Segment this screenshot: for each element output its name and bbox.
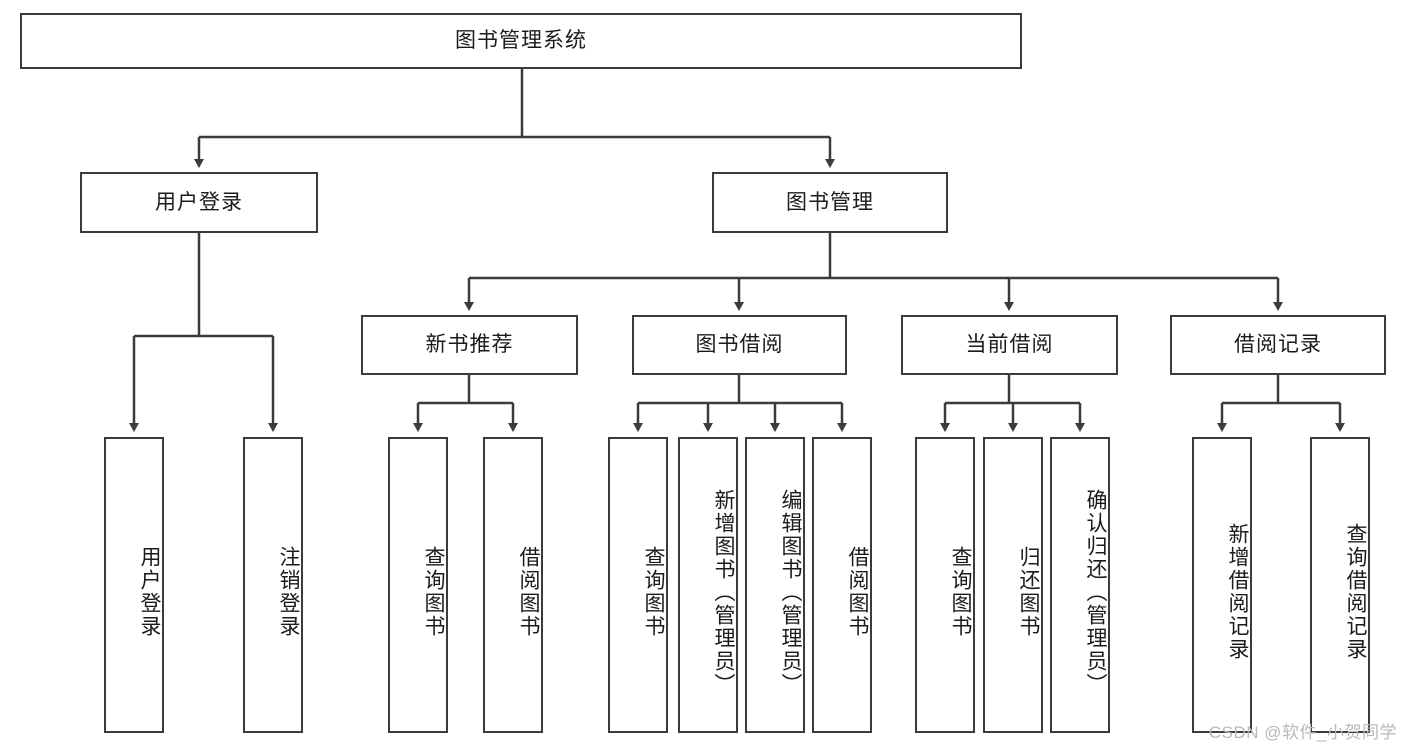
node-book-borrow-label: 图书借阅 xyxy=(695,333,784,357)
leaf-query-book-1[interactable]: 查询图书 xyxy=(388,437,448,733)
leaf-borrow-book-1[interactable]: 借阅图书 xyxy=(483,437,543,733)
node-book-manage[interactable]: 图书管理 xyxy=(712,172,948,233)
node-user-login-label: 用户登录 xyxy=(155,190,243,214)
node-new-book-recommend-label: 新书推荐 xyxy=(425,333,514,357)
node-current-borrow[interactable]: 当前借阅 xyxy=(901,315,1118,375)
leaf-query-borrow-record[interactable]: 查询借阅记录 xyxy=(1310,437,1370,733)
node-root[interactable]: 图书管理系统 xyxy=(20,13,1022,69)
leaf-user-login-label: 用户登录 xyxy=(138,546,161,638)
node-book-manage-label: 图书管理 xyxy=(786,190,874,214)
leaf-query-book-3[interactable]: 查询图书 xyxy=(915,437,975,733)
leaf-return-book-label: 归还图书 xyxy=(1017,546,1040,638)
leaf-query-book-3-label: 查询图书 xyxy=(949,546,972,638)
leaf-return-book[interactable]: 归还图书 xyxy=(983,437,1043,733)
node-book-borrow[interactable]: 图书借阅 xyxy=(632,315,847,375)
leaf-query-book-2-label: 查询图书 xyxy=(642,546,665,638)
leaf-logout-label: 注销登录 xyxy=(277,546,300,638)
leaf-borrow-book-2[interactable]: 借阅图书 xyxy=(812,437,872,733)
leaf-borrow-book-1-label: 借阅图书 xyxy=(517,546,540,638)
node-root-label: 图书管理系统 xyxy=(455,29,587,53)
leaf-confirm-return[interactable]: 确认归还（管理员） xyxy=(1050,437,1110,733)
node-new-book-recommend[interactable]: 新书推荐 xyxy=(361,315,578,375)
leaf-edit-book-label: 编辑图书（管理员） xyxy=(779,488,802,696)
leaf-logout[interactable]: 注销登录 xyxy=(243,437,303,733)
node-current-borrow-label: 当前借阅 xyxy=(965,333,1054,357)
leaf-confirm-return-label: 确认归还（管理员） xyxy=(1084,488,1107,696)
watermark-text: CSDN @软件_小贺同学 xyxy=(1208,723,1397,742)
node-borrow-record-label: 借阅记录 xyxy=(1234,333,1322,357)
leaf-query-book-2[interactable]: 查询图书 xyxy=(608,437,668,733)
leaf-borrow-book-2-label: 借阅图书 xyxy=(846,546,869,638)
leaf-add-book[interactable]: 新增图书（管理员） xyxy=(678,437,738,733)
leaf-add-book-label: 新增图书（管理员） xyxy=(712,488,735,696)
leaf-user-login[interactable]: 用户登录 xyxy=(104,437,164,733)
leaf-query-book-1-label: 查询图书 xyxy=(422,546,445,638)
node-user-login[interactable]: 用户登录 xyxy=(80,172,318,233)
node-borrow-record[interactable]: 借阅记录 xyxy=(1170,315,1386,375)
leaf-add-borrow-record[interactable]: 新增借阅记录 xyxy=(1192,437,1252,733)
leaf-add-borrow-record-label: 新增借阅记录 xyxy=(1226,523,1249,661)
leaf-edit-book[interactable]: 编辑图书（管理员） xyxy=(745,437,805,733)
leaf-query-borrow-record-label: 查询借阅记录 xyxy=(1344,523,1367,661)
